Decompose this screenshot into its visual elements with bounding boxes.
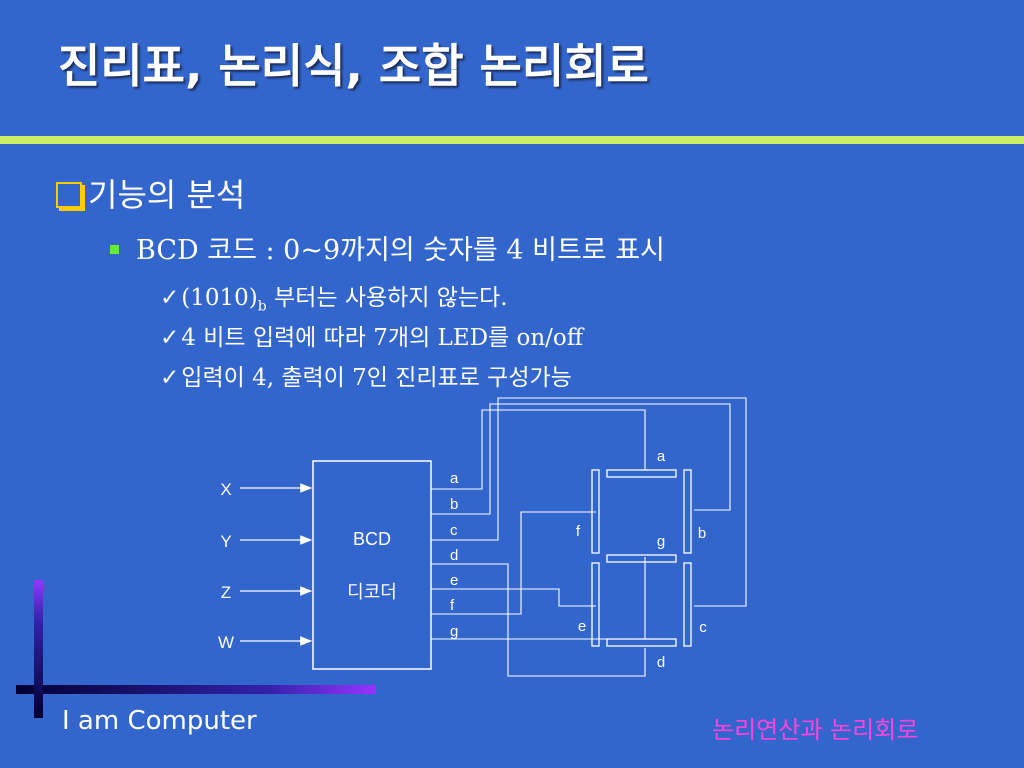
wire-a	[431, 409, 646, 490]
segment-label-d: d	[657, 654, 665, 671]
output-label-c: c	[450, 522, 458, 539]
wire-e	[431, 588, 596, 607]
output-label-g: g	[450, 623, 458, 640]
bullet-level3-unused-codes: ✓(1010)b 부터는 사용하지 않는다.	[160, 278, 508, 315]
slide-title: 진리표, 논리식, 조합 논리회로	[58, 39, 649, 93]
segment-d	[606, 638, 677, 647]
bullet-level1-text: 기능의 분석	[88, 176, 246, 214]
segment-a	[606, 469, 677, 478]
output-label-f: f	[450, 597, 455, 614]
segment-label-f: f	[576, 523, 581, 540]
bullet-level3-led: ✓4 비트 입력에 따라 7개의 LED를 on/off	[160, 318, 583, 352]
input-label-y: Y	[220, 532, 231, 551]
decoder-label-bcd: BCD	[353, 529, 391, 549]
output-label-b: b	[450, 496, 458, 513]
output-label-a: a	[450, 470, 459, 487]
decor-horizontal-bar	[16, 685, 376, 694]
decoder-box	[312, 460, 432, 670]
checkbox-bullet-icon	[56, 182, 82, 208]
bullet-level2-text: BCD 코드 : 0~9까지의 숫자를 4 비트로 표시	[136, 235, 665, 266]
segment-e	[591, 562, 600, 647]
input-label-w: W	[218, 633, 234, 652]
input-label-z: Z	[221, 583, 231, 602]
bullet-level2: BCD 코드 : 0~9까지의 숫자를 4 비트로 표시	[110, 228, 665, 267]
segment-c	[683, 562, 692, 647]
decoder-label-decoder: 디코더	[347, 582, 397, 602]
decor-vertical-bar	[34, 580, 43, 718]
bullet-text-truth-table: 입력이 4, 출력이 7인 진리표로 구성가능	[181, 365, 572, 391]
bullet-text-subscript: b	[257, 298, 267, 315]
segment-b	[683, 469, 692, 554]
bullet-level3-truth-table: ✓입력이 4, 출력이 7인 진리표로 구성가능	[160, 358, 572, 392]
check-icon: ✓	[160, 365, 180, 391]
footer-right-text: 논리연산과 논리회로	[712, 716, 919, 744]
segment-g	[606, 554, 677, 563]
wire-b	[431, 403, 731, 515]
segment-f	[591, 469, 600, 554]
wire-c	[431, 397, 747, 607]
segment-label-e: e	[578, 618, 586, 635]
bullet-level1: 기능의 분석	[56, 170, 245, 216]
footer-left-text: I am Computer	[62, 706, 257, 736]
check-icon: ✓	[160, 325, 180, 351]
square-bullet-icon	[110, 245, 119, 254]
bullet-text-code: (1010)	[181, 285, 258, 311]
segment-label-g: g	[657, 533, 665, 550]
bullet-text-rest: 부터는 사용하지 않는다.	[266, 285, 508, 311]
title-divider	[0, 136, 1024, 144]
wire-f	[431, 511, 596, 615]
output-label-d: d	[450, 547, 458, 564]
check-icon: ✓	[160, 285, 180, 311]
segment-label-c: c	[699, 619, 707, 636]
segment-label-a: a	[657, 448, 666, 465]
input-label-x: X	[220, 480, 231, 499]
wire-d	[431, 563, 646, 677]
output-label-e: e	[450, 572, 458, 589]
wire-g	[431, 557, 646, 640]
bullet-text-led: 4 비트 입력에 따라 7개의 LED를 on/off	[181, 325, 584, 351]
segment-label-b: b	[698, 525, 706, 542]
